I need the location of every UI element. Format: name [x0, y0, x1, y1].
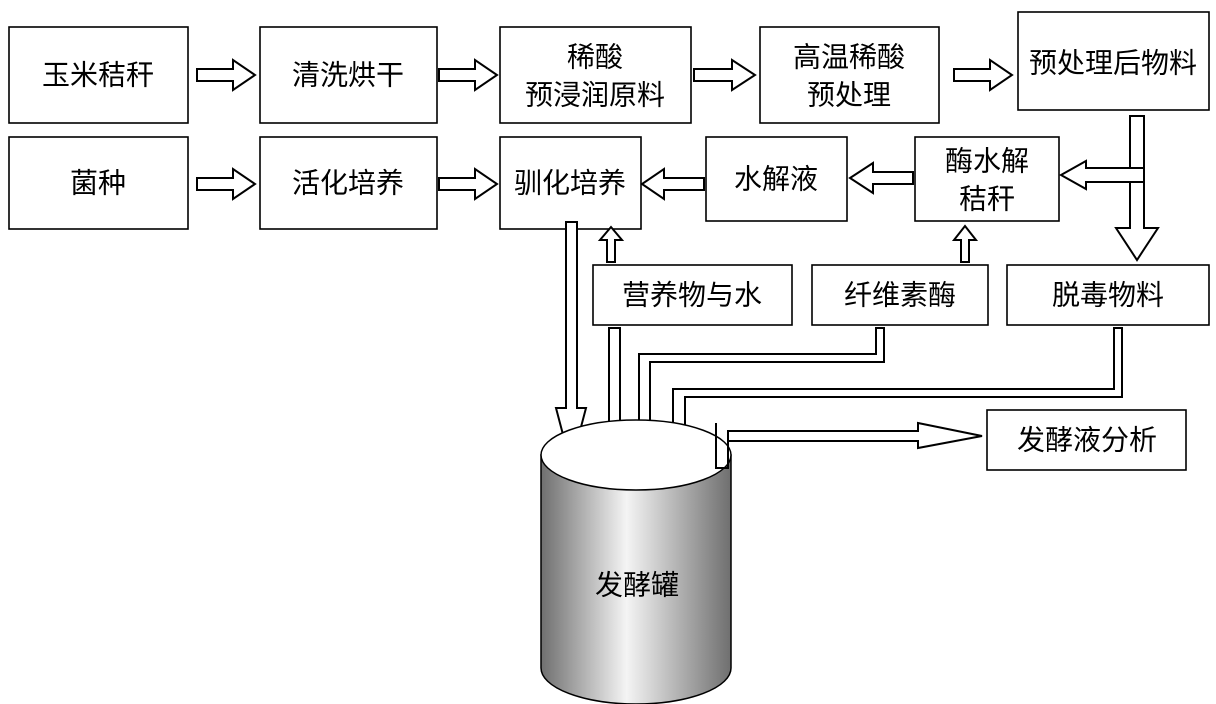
label-detoxified-material: 脱毒物料 — [1052, 279, 1164, 312]
arrow-hydrolysis-to-hydrolysate — [850, 163, 913, 193]
arrow-activation-to-acclimation — [439, 169, 497, 199]
box-dilute-acid-soak: 稀酸 预浸润原料 — [500, 27, 691, 123]
box-activation-culture: 活化培养 — [260, 137, 437, 229]
label-nutrients-water: 营养物与水 — [622, 279, 762, 312]
arrow-hydrolysate-to-acclimation — [642, 169, 704, 199]
arrow-pretreat-to-material — [954, 60, 1012, 90]
arrow-pretreated-to-detoxified — [1116, 116, 1158, 260]
box-hydrolysate: 水解液 — [706, 137, 847, 221]
arrow-straw-to-wash — [197, 60, 255, 90]
box-high-temp-pretreat: 高温稀酸 预处理 — [760, 27, 939, 123]
label-corn-straw: 玉米秸秆 — [42, 59, 154, 92]
label-pretreated-material: 预处理后物料 — [1029, 47, 1197, 80]
arrow-strain-to-activation — [197, 169, 255, 199]
arrow-nutrients-to-acclimation — [600, 227, 622, 262]
label-hydrolysate: 水解液 — [734, 163, 818, 196]
label-high-temp-dilute-acid: 高温稀酸 — [793, 41, 905, 74]
arrow-wash-to-soak — [439, 60, 497, 90]
box-pretreated-material: 预处理后物料 — [1018, 12, 1209, 110]
arrow-tank-to-analysis — [716, 423, 982, 468]
label-activation-culture: 活化培养 — [292, 167, 404, 200]
label-wash-dry: 清洗烘干 — [292, 59, 404, 92]
label-straw: 秸秆 — [959, 183, 1015, 216]
label-cellulase: 纤维素酶 — [844, 279, 956, 312]
label-broth-analysis: 发酵液分析 — [1017, 424, 1157, 457]
box-corn-straw: 玉米秸秆 — [9, 27, 188, 123]
box-enzymatic-hydrolysis: 酶水解 秸秆 — [915, 137, 1059, 221]
box-detoxified-material: 脱毒物料 — [1007, 265, 1209, 325]
arrow-cellulase-to-hydrolysis — [954, 226, 976, 262]
box-broth-analysis: 发酵液分析 — [987, 410, 1186, 470]
box-nutrients-water: 营养物与水 — [593, 265, 792, 325]
arrow-soak-to-pretreat — [694, 60, 755, 90]
label-fermenter: 发酵罐 — [595, 569, 679, 602]
label-strain: 菌种 — [70, 167, 126, 200]
label-enzymatic-hydrolysis: 酶水解 — [945, 145, 1029, 178]
label-acclimation-culture: 驯化培养 — [514, 167, 626, 200]
box-acclimation-culture: 驯化培养 — [500, 137, 641, 229]
label-pretreatment: 预处理 — [807, 79, 891, 112]
label-presoaked-material: 预浸润原料 — [525, 79, 665, 112]
label-dilute-acid: 稀酸 — [567, 41, 623, 74]
box-cellulase: 纤维素酶 — [812, 265, 988, 325]
fermenter-tank: 发酵罐 — [541, 420, 731, 704]
box-wash-dry: 清洗烘干 — [260, 27, 437, 123]
box-strain: 菌种 — [9, 137, 188, 229]
